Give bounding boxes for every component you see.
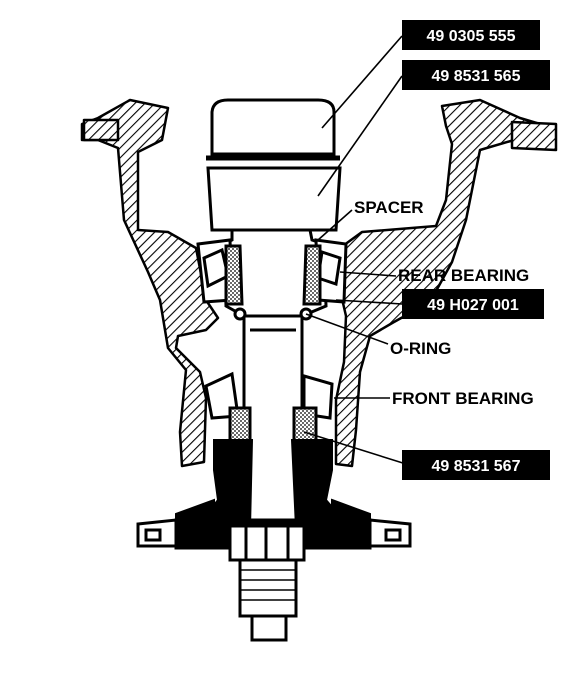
leader-spacer [317,209,353,241]
front-bearing-cone-left [228,406,252,446]
leader-rear-bearing [339,271,397,277]
rear-bearing-cone-left [224,244,244,306]
housing-right-ear [510,120,558,152]
rear-bearing [196,238,348,306]
label-tool-3: 49 H027 001 [402,289,544,319]
tool-49-0305-555 [206,98,340,161]
label-rear-bearing: REAR BEARING [398,266,529,285]
label-tool-2: 49 8531 565 [402,60,550,90]
front-bearing [204,371,334,446]
label-tool-1: 49 0305 555 [402,20,540,50]
svg-text:49 0305 555: 49 0305 555 [427,28,516,45]
leader-tool-3 [335,299,403,305]
housing-left-ear [82,118,120,142]
svg-text:49 H027 001: 49 H027 001 [427,297,519,314]
svg-text:49 8531 565: 49 8531 565 [432,68,521,85]
label-front-bearing: FRONT BEARING [392,389,534,408]
shaft-nut [228,524,306,562]
label-spacer: SPACER [354,198,424,217]
shaft-threaded-end [238,558,298,642]
housing-left-wall [80,98,220,468]
front-bearing-cone-right [292,406,318,446]
leader-lines [303,35,407,465]
leader-o-ring [305,313,389,345]
rear-bearing-cone-right [302,244,322,306]
tool-49-8531-565 [206,166,342,232]
housing [80,98,558,468]
leader-tool-1 [321,35,403,129]
svg-text:49 8531 567: 49 8531 567 [432,458,521,475]
leader-tool-2 [317,75,403,197]
label-o-ring: O-RING [390,339,451,358]
label-tool-4: 49 8531 567 [402,450,550,480]
leader-tool-4 [303,431,407,465]
o-ring [233,307,313,321]
